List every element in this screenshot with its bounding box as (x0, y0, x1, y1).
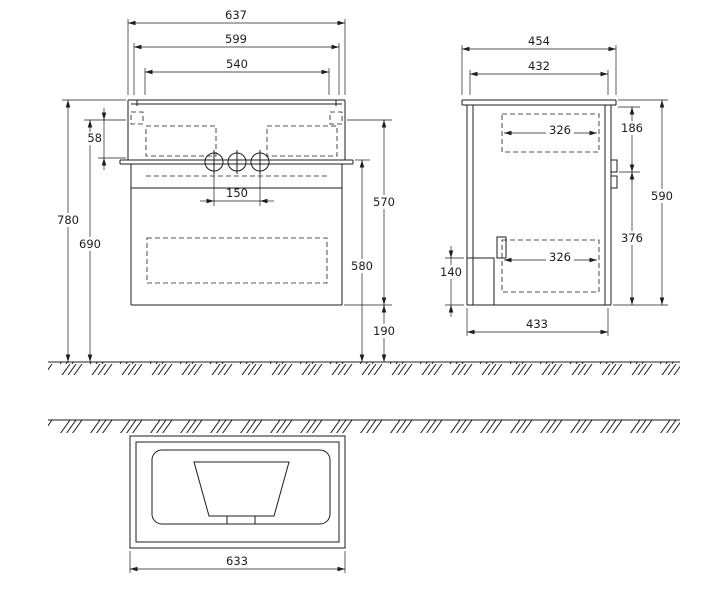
dim-side-drawer-depth-top: 326 (549, 123, 571, 137)
top-view-outline (129, 435, 346, 549)
dim-front-overall-height: 780 (57, 213, 79, 227)
top-view-dimension-labels: 633 (226, 554, 248, 568)
dim-front-width-599: 599 (225, 32, 247, 46)
front-view-outline (119, 99, 354, 306)
dim-side-overall-depth: 454 (528, 34, 550, 48)
dim-front-overall-width: 637 (225, 8, 247, 22)
dim-front-58: 58 (87, 131, 102, 145)
dim-side-drawer-depth-bottom: 326 (549, 250, 571, 264)
side-dimension-labels: 454 432 326 326 186 376 590 140 433 (438, 34, 675, 331)
dim-side-recess-height: 140 (440, 265, 462, 279)
side-view-hidden-lines (501, 113, 600, 293)
front-view-hidden-lines (130, 111, 343, 284)
front-dimension-labels: 637 599 540 58 150 780 690 570 580 190 (55, 8, 397, 338)
dim-front-height-580: 580 (351, 259, 373, 273)
floor-hatch-band-lower (48, 419, 680, 433)
dim-side-bottom-depth: 433 (526, 317, 548, 331)
dim-top-width: 633 (226, 554, 248, 568)
faucet-holes (204, 150, 270, 174)
floor-hatch-band-upper (48, 361, 680, 375)
dim-front-width-540: 540 (226, 57, 248, 71)
dim-side-depth-432: 432 (528, 59, 550, 73)
dim-side-overall-height: 590 (651, 189, 673, 203)
side-view-outline (461, 99, 618, 306)
top-view-dimensions (129, 551, 346, 573)
dim-front-height-690: 690 (79, 237, 101, 251)
dim-side-height-376: 376 (621, 231, 643, 245)
dim-front-tap-spacing: 150 (226, 186, 248, 200)
dim-front-floor-gap: 190 (373, 324, 395, 338)
dim-front-height-570: 570 (373, 195, 395, 209)
side-dimensions (445, 45, 668, 336)
dim-side-height-186: 186 (621, 121, 643, 135)
